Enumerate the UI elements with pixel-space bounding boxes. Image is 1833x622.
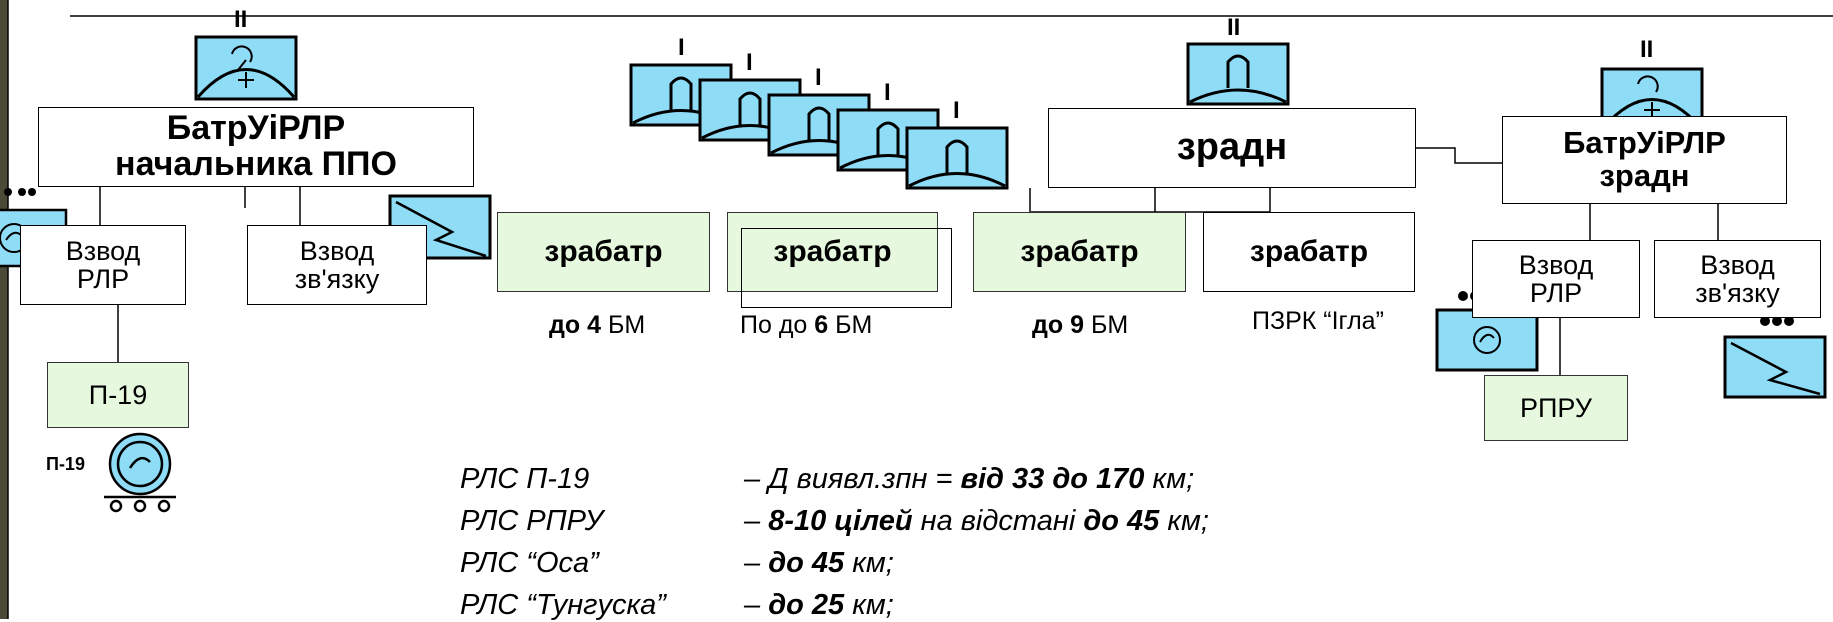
battery-box-1: зрабатр [497, 212, 710, 292]
comm-platoon-right-line2: зв'язку [1695, 278, 1780, 308]
p19-radar-symbol [104, 432, 176, 513]
hq-battery-box-right: БатрУіРЛР зрадн [1502, 116, 1787, 204]
echelon-marker-battery-5: I [953, 97, 960, 124]
note-row-3: РЛС “Оса” – до 45 км; [460, 547, 894, 580]
note-1-value: – Д виявл.зпн = від 33 до 170 км; [744, 463, 1195, 495]
battery-box-3: зрабатр [973, 212, 1186, 292]
note-row-2: РЛС РПРУ – 8-10 цілей на відстані до 45 … [460, 505, 1209, 538]
p19-symbol-label: П-19 [46, 454, 85, 474]
rlr-platoon-left-line1: Взвод [65, 235, 141, 266]
echelon-marker-division: II [1227, 14, 1241, 41]
rlr-platoon-right-line2: РЛР [1529, 278, 1583, 308]
note-3-value: – до 45 км; [744, 547, 894, 579]
battery-symbols-stack [629, 63, 1009, 190]
comm-platoon-box-left: Взвод зв'язку [247, 225, 427, 305]
rlr-platoon-box-right: Взвод РЛР [1472, 240, 1640, 318]
comm-platoon-left-line2: зв'язку [294, 264, 380, 294]
hq-battery-box-left-line2: начальника ППО [115, 145, 397, 183]
battery-box-2-outline [741, 228, 952, 308]
battery-caption-1: до 4 БМ [549, 311, 646, 339]
division-box: зрадн [1048, 108, 1416, 188]
battery-caption-4: ПЗРК “Ігла” [1252, 307, 1384, 335]
echelon-marker-battery-4: I [884, 79, 891, 106]
division-symbol [1186, 42, 1290, 106]
comm-platoon-right-line1: Взвод [1700, 249, 1775, 280]
left-border-strip [0, 0, 8, 619]
echelon-marker-battery-1: I [678, 34, 685, 61]
comm-platoon-box-right: Взвод зв'язку [1654, 240, 1821, 318]
battery-box-4: зрабатр [1203, 212, 1415, 292]
rlr-platoon-left-line2: РЛР [76, 264, 130, 294]
note-row-1: РЛС П-19 – Д виявл.зпн = від 33 до 170 к… [460, 463, 1194, 496]
rlr-platoon-box-left: Взвод РЛР [20, 225, 186, 305]
note-row-4: РЛС “Тунгуска” – до 25 км; [460, 589, 894, 622]
note-2-name: РЛС РПРУ [460, 505, 604, 537]
rpru-box: РПРУ [1484, 375, 1628, 441]
radar-company-symbol-left [194, 35, 298, 101]
note-4-value: – до 25 км; [744, 589, 894, 621]
note-4-name: РЛС “Тунгуска” [460, 589, 666, 621]
note-2-value: – 8-10 цілей на відстані до 45 км; [744, 505, 1209, 537]
hq-battery-box-right-line2: зрадн [1599, 158, 1690, 193]
note-3-name: РЛС “Оса” [460, 547, 599, 579]
battery-caption-2: По до 6 БМ [740, 311, 873, 339]
echelon-marker-battery-3: I [815, 64, 822, 91]
p19-box: П-19 [47, 362, 189, 428]
comm-platoon-left-line1: Взвод [299, 235, 375, 266]
battery-caption-3: до 9 БМ [1032, 311, 1129, 339]
hq-battery-box-left: БатрУіРЛР начальника ППО [38, 107, 474, 187]
rlr-platoon-right-line1: Взвод [1518, 249, 1594, 280]
hq-battery-box-left-line1: БатрУіРЛР [166, 109, 346, 148]
echelon-marker-right: II [1640, 36, 1654, 63]
battery-box-2: зрабатр [727, 212, 938, 292]
echelon-marker-left: II [234, 6, 248, 33]
note-1-name: РЛС П-19 [460, 463, 590, 495]
echelon-marker-battery-2: I [746, 49, 753, 76]
rlr-radar-symbol-right [1435, 291, 1539, 372]
hq-battery-box-right-line1: БатрУіРЛР [1563, 125, 1726, 161]
comm-symbol-right [1723, 316, 1827, 399]
